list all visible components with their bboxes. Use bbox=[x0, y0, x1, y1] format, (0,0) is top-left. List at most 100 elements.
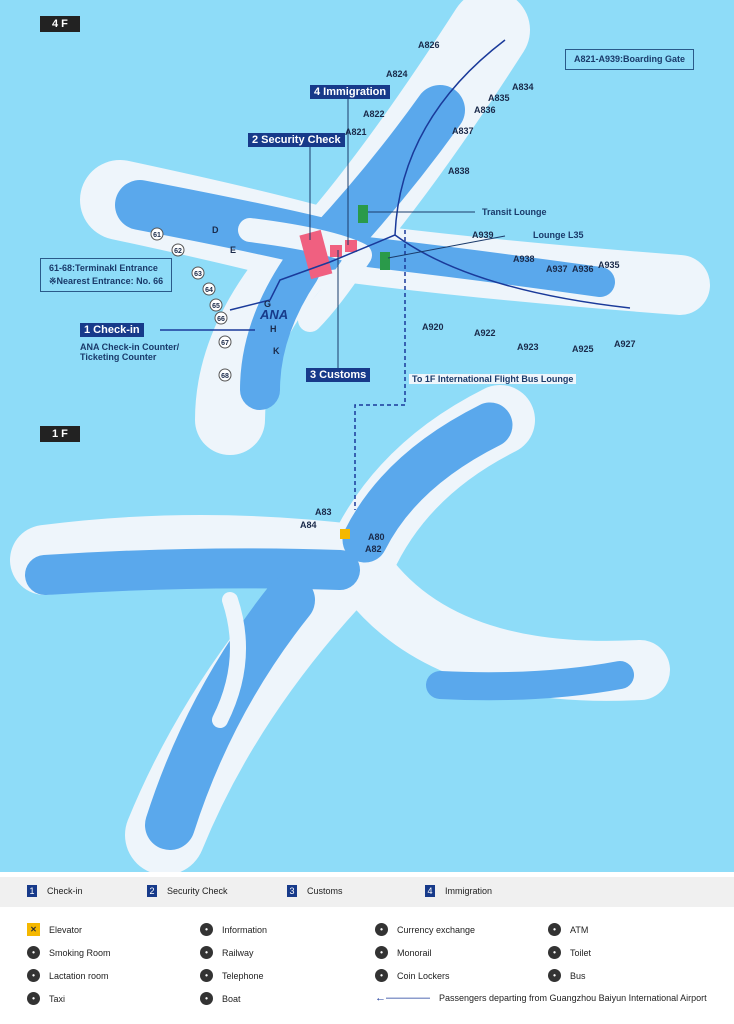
gate-label: A835 bbox=[488, 93, 510, 103]
legend-telephone: •Telephone bbox=[200, 969, 264, 982]
counter-label: D bbox=[212, 225, 219, 235]
taxi-icon: • bbox=[27, 992, 40, 1005]
legend-step-check-in: 1 Check-in bbox=[27, 885, 83, 897]
legend-label: Coin Lockers bbox=[397, 970, 450, 981]
route-arrow-icon: ←―――― bbox=[375, 992, 430, 1004]
gate-label: A837 bbox=[452, 126, 474, 136]
callout-checkin: 1 Check-in bbox=[80, 323, 144, 337]
legend-toilet: •Toilet bbox=[548, 946, 591, 959]
gate-label: A927 bbox=[614, 339, 636, 349]
gate-label: A838 bbox=[448, 166, 470, 176]
legend-taxi: • Taxi bbox=[27, 992, 65, 1005]
departure-route bbox=[160, 39, 631, 510]
counter-label: G bbox=[264, 299, 271, 309]
gate-label: A922 bbox=[474, 328, 496, 338]
step-number: 2 bbox=[147, 885, 157, 897]
legend-atm: • ATM bbox=[548, 923, 588, 936]
step-number: 4 bbox=[425, 885, 435, 897]
atm-icon: • bbox=[548, 923, 561, 936]
toilet-icon: • bbox=[548, 946, 561, 959]
entrance-marker bbox=[218, 335, 232, 349]
gate-label: A84 bbox=[300, 520, 317, 530]
gate-label: A939 bbox=[472, 230, 494, 240]
entrance-number: 67 bbox=[221, 340, 229, 347]
legend-route: ←――――Passengers departing from Guangzhou… bbox=[375, 992, 707, 1004]
gate-label: A821 bbox=[345, 127, 367, 137]
legend-label: Elevator bbox=[49, 924, 83, 935]
entrance-marker bbox=[218, 368, 232, 382]
gate-label: A923 bbox=[517, 342, 539, 352]
entrance-number: 62 bbox=[174, 248, 182, 255]
counter-label: H bbox=[270, 324, 277, 334]
entrance-marker bbox=[209, 298, 223, 312]
terminal-4f bbox=[80, 0, 710, 455]
entrance-note: 61-68:Terminakl Entrance※Nearest Entranc… bbox=[40, 258, 173, 292]
lounge-l35-marker bbox=[380, 252, 390, 270]
floor-label-4f: 4 F bbox=[40, 16, 80, 32]
leader-line bbox=[387, 235, 506, 259]
legend-monorail: • Monorail bbox=[375, 946, 432, 959]
legend-icons: ✕Elevator •Information •Currency exchange •… bbox=[0, 909, 734, 1024]
legend-label: Smoking Room bbox=[49, 947, 111, 958]
gate-label: A80 bbox=[368, 532, 385, 542]
counter-labels: D E G H K bbox=[212, 225, 280, 356]
smoking-room-icon: • bbox=[27, 946, 40, 959]
legend-label: Monorail bbox=[397, 947, 432, 958]
gate-label: A83 bbox=[315, 507, 332, 517]
step-number: 1 bbox=[27, 885, 37, 897]
legend-step-customs: 3 Customs bbox=[287, 885, 343, 897]
bus-icon: • bbox=[548, 969, 561, 982]
callout-security: 2 Security Check bbox=[248, 133, 345, 147]
entrance-number: 63 bbox=[194, 271, 202, 278]
counter-label: K bbox=[273, 346, 280, 356]
legend-smoking-room: • Smoking Room bbox=[27, 946, 111, 959]
monorail-icon: • bbox=[375, 946, 388, 959]
transit-lounge-label: Transit Lounge bbox=[482, 207, 547, 217]
counter-label: E bbox=[230, 245, 236, 255]
legend-currency-exchange: •Currency exchange bbox=[375, 923, 475, 936]
legend-boat: •Boat bbox=[200, 992, 241, 1005]
railway-icon: • bbox=[200, 946, 213, 959]
transit-lounge-marker bbox=[358, 205, 368, 223]
telephone-icon: • bbox=[200, 969, 213, 982]
gate-label: A938 bbox=[513, 254, 535, 264]
legend-label: Taxi bbox=[49, 993, 66, 1004]
legend-elevator: ✕Elevator bbox=[27, 923, 82, 936]
entrance-marker bbox=[214, 311, 228, 325]
legend-label: Railway bbox=[222, 947, 254, 958]
gate-label: A822 bbox=[363, 109, 385, 119]
legend-coin-lockers: • Coin Lockers bbox=[375, 969, 450, 982]
entrance-number: 64 bbox=[205, 287, 213, 294]
legend-label: Bus bbox=[570, 970, 586, 981]
gate-label: A834 bbox=[512, 82, 534, 92]
legend-information: •Information bbox=[200, 923, 267, 936]
gate-label: A935 bbox=[598, 260, 620, 270]
gate-label: A824 bbox=[386, 69, 408, 79]
lounge-l35-label: Lounge L35 bbox=[533, 230, 584, 240]
ana-logo: ANA bbox=[259, 307, 288, 322]
entrance-marker bbox=[202, 282, 216, 296]
gate-label: A937 bbox=[546, 264, 568, 274]
step-number: 3 bbox=[287, 885, 297, 897]
legend-label: ATM bbox=[570, 924, 589, 935]
legend-railway: • Railway bbox=[200, 946, 254, 959]
boat-icon: • bbox=[200, 992, 213, 1005]
entrance-marker bbox=[150, 227, 164, 241]
entrance-marker bbox=[191, 266, 205, 280]
callout-immigration: 4 Immigration bbox=[310, 85, 391, 99]
step-label: Check-in bbox=[47, 886, 83, 896]
boarding-gate-note: A821-A939:Boarding Gate bbox=[565, 49, 695, 70]
lactation-room-icon: • bbox=[27, 969, 40, 982]
gate-label: A826 bbox=[418, 40, 440, 50]
gate-label: A920 bbox=[422, 322, 444, 332]
legend-label: Lactation room bbox=[49, 970, 109, 981]
step-label: Customs bbox=[307, 886, 343, 896]
entrance-marker bbox=[171, 243, 185, 257]
coin-lockers-icon: • bbox=[375, 969, 388, 982]
gate-labels-4f: A826A824A822A821A834A835A836A837A838A939… bbox=[345, 40, 636, 354]
